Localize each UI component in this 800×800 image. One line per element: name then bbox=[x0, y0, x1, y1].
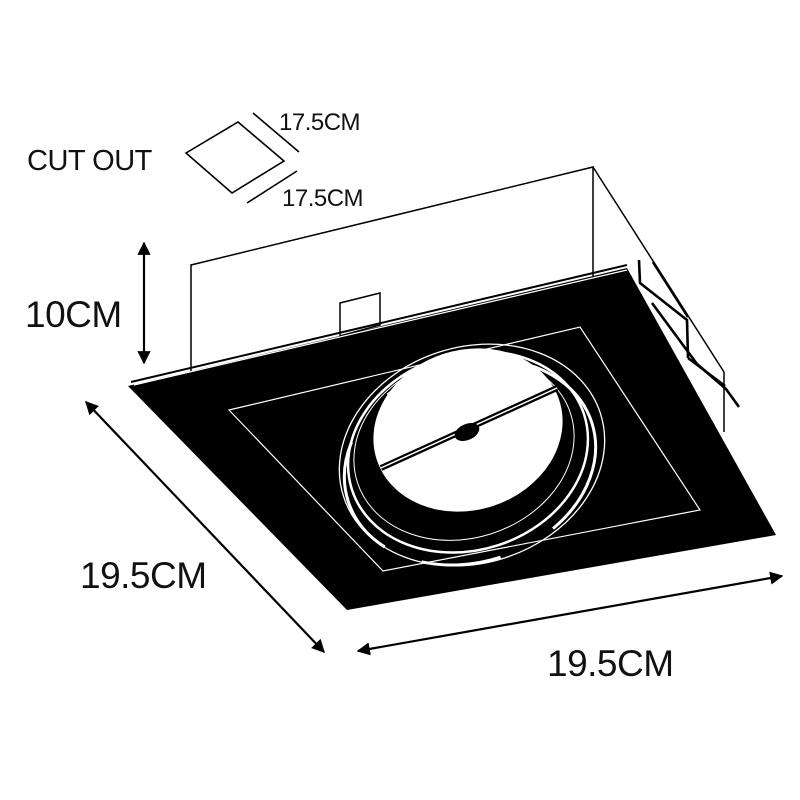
width-label: 19.5CM bbox=[547, 643, 674, 684]
depth-dimension-arrow bbox=[85, 401, 325, 653]
cutout-side-a-label: 17.5CM bbox=[279, 109, 361, 136]
height-label: 10CM bbox=[25, 294, 122, 335]
cutout-label: CUT OUT bbox=[27, 145, 152, 177]
spring-clip bbox=[637, 259, 741, 408]
width-dimension-arrow bbox=[356, 571, 784, 656]
depth-label: 19.5CM bbox=[80, 555, 207, 596]
gimbal-ring bbox=[338, 343, 606, 567]
cutout-side-b-label: 17.5CM bbox=[282, 185, 364, 212]
cutout-shape-icon bbox=[184, 112, 300, 204]
